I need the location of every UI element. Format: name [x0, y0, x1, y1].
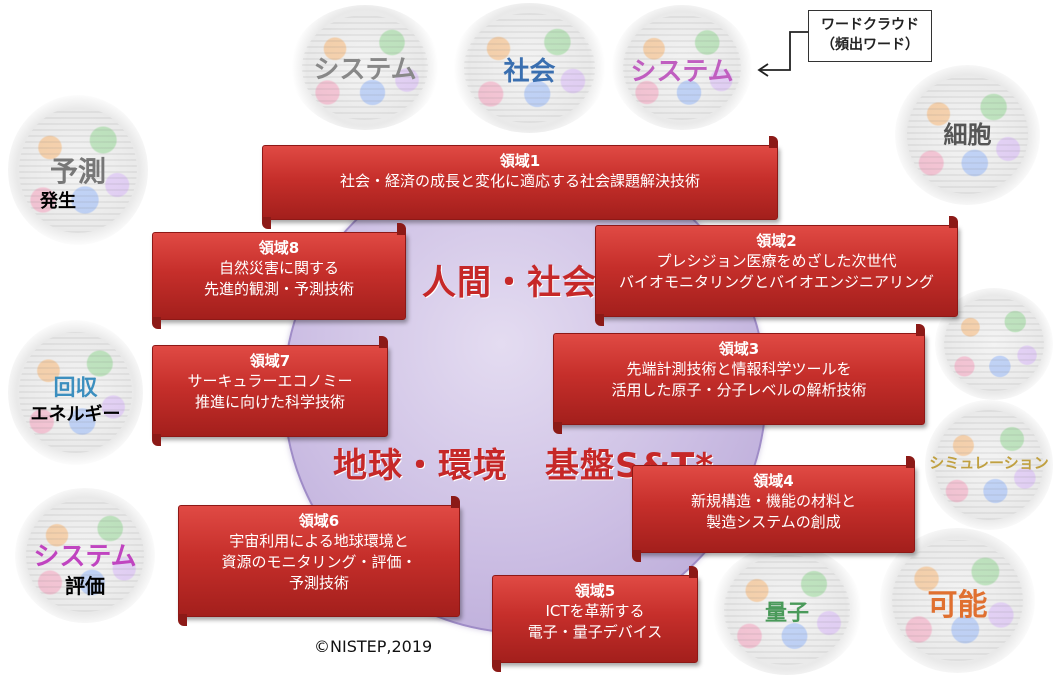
domain-6-banner: 領域6 宇宙利用による地球環境と 資源のモニタリング・評価・ 予測技術: [178, 496, 460, 626]
callout-line2: （頻出ワード）: [821, 37, 919, 53]
domain-line: 資源のモニタリング・評価・: [221, 553, 417, 571]
domain-line: 製造システムの創成: [706, 513, 841, 531]
domain-title: 領域5: [574, 582, 616, 600]
word-cloud-domain2: 細胞: [895, 65, 1040, 205]
copyright-text: ©NISTEP,2019: [314, 637, 433, 656]
domain-3-banner: 領域3 先端計測技術と情報科学ツールを 活用した原子・分子レベルの解析技術: [553, 324, 925, 434]
cloud-keyword: 細胞: [943, 121, 992, 149]
domain-line: 先進的観測・予測技術: [203, 280, 354, 298]
domain-4-banner: 領域4 新規構造・機能の材料と 製造システムの創成: [632, 456, 915, 562]
word-cloud-domain7: 回収 エネルギー: [8, 320, 143, 465]
cloud-keyword: 評価: [65, 574, 105, 598]
word-cloud-domain1-c: システム: [612, 5, 752, 130]
word-cloud-callout: ワードクラウド （頻出ワード）: [808, 10, 932, 62]
callout-line1: ワードクラウド: [821, 17, 919, 33]
cloud-keyword: シミュレーション: [929, 454, 1049, 472]
domain-line: プレシジョン医療をめざした次世代: [656, 252, 897, 270]
domain-line: 活用した原子・分子レベルの解析技術: [611, 381, 867, 399]
cloud-keyword: エネルギー: [30, 404, 121, 425]
domain-line: 自然災害に関する: [218, 259, 339, 277]
domain-line: サーキュラーエコノミー: [187, 372, 353, 390]
domain-1-banner: 領域1 社会・経済の成長と変化に適応する社会課題解決技術: [262, 136, 778, 229]
domain-line: 宇宙利用による地球環境と: [229, 532, 409, 550]
domain-line: 社会・経済の成長と変化に適応する社会課題解決技術: [339, 172, 700, 190]
callout-arrow: [757, 31, 808, 77]
domain-line: 推進に向けた科学技術: [194, 393, 345, 411]
domain-title: 領域6: [298, 512, 340, 530]
cloud-keyword: 可能: [927, 588, 988, 623]
domain-line: ICTを革新する: [545, 602, 645, 620]
cloud-keyword: 社会: [503, 57, 556, 87]
word-cloud-domain3: シミュレーション: [925, 400, 1053, 530]
word-cloud-domain5: 量子: [712, 545, 862, 675]
domain-5-banner: 領域5 ICTを革新する 電子・量子デバイス: [492, 566, 698, 672]
domain-line: 電子・量子デバイス: [527, 623, 663, 641]
domain-8-banner: 領域8 自然災害に関する 先進的観測・予測技術: [152, 223, 406, 329]
cloud-keyword: 回収: [53, 376, 98, 401]
cloud-keyword: システム: [630, 57, 734, 87]
domain-title: 領域3: [718, 340, 760, 358]
cloud-keyword: システム: [33, 542, 137, 572]
domain-line: 先端計測技術と情報科学ツールを: [626, 360, 852, 378]
cloud-keyword: 発生: [40, 191, 76, 212]
cloud-keyword: 予測: [49, 155, 106, 188]
label-human-society: 人間・社会: [422, 263, 597, 303]
domain-title: 領域4: [753, 472, 794, 490]
domain-title: 領域7: [249, 352, 291, 370]
domain-7-banner: 領域7 サーキュラーエコノミー 推進に向けた科学技術: [152, 336, 388, 446]
domain-title: 領域2: [756, 232, 797, 250]
word-cloud-domain1-a: システム: [290, 5, 440, 130]
domain-title: 領域1: [499, 152, 541, 170]
word-cloud-domain6: システム 評価: [15, 488, 155, 623]
label-earth-environment: 地球・環境: [333, 446, 508, 486]
word-cloud-domain8: 予測 発生: [8, 95, 148, 245]
word-cloud-domain4: 可能: [880, 528, 1035, 673]
domain-line: バイオモニタリングとバイオエンジニアリング: [618, 273, 934, 291]
word-cloud-domain1-b: 社会: [452, 3, 607, 133]
domain-line: 新規構造・機能の材料と: [690, 492, 856, 510]
cloud-keyword: 量子: [764, 601, 809, 626]
domain-2-banner: 領域2 プレシジョン医療をめざした次世代 バイオモニタリングとバイオエンジニアリ…: [595, 216, 958, 326]
cloud-keyword: システム: [313, 55, 417, 85]
domain-title: 領域8: [258, 239, 300, 257]
domain-line: 予測技術: [288, 574, 349, 592]
